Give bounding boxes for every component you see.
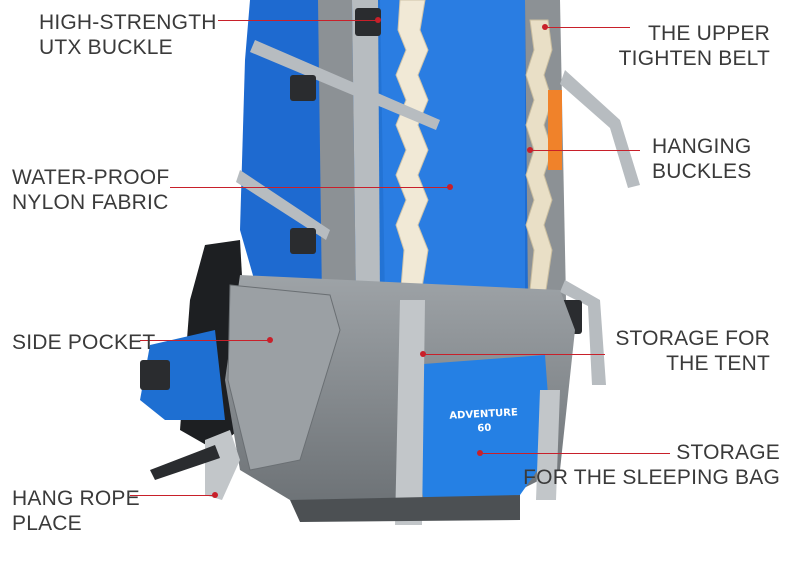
dot-tent <box>420 351 426 357</box>
callout-text: HANGING <box>652 135 752 158</box>
buckle-left-2 <box>290 228 316 254</box>
frame-left <box>318 0 356 300</box>
front-compartment <box>380 0 525 300</box>
callout-buckle: HIGH-STRENGTH UTX BUCKLE <box>39 10 217 60</box>
callout-text: TIGHTEN BELT <box>618 47 770 70</box>
callout-hanging: HANGING BUCKLES <box>652 134 751 184</box>
side-pocket <box>227 284 341 471</box>
callout-text: HANG ROPE <box>12 487 140 510</box>
callout-sleeping: STORAGE FOR THE SLEEPING BAG <box>523 440 780 490</box>
callout-rope: HANG ROPE PLACE <box>12 486 140 536</box>
callout-text: STORAGE FOR <box>615 327 770 350</box>
line-tent <box>425 354 605 355</box>
strap-right-lower <box>560 280 606 385</box>
strap-front-right <box>536 390 560 500</box>
product-logo: ADVENTURE 60 <box>439 406 528 439</box>
dot-side-pocket <box>267 337 273 343</box>
callout-side-pocket: SIDE POCKET <box>12 330 155 355</box>
dot-buckle <box>375 17 381 23</box>
callout-text: HIGH-STRENGTH <box>39 11 217 34</box>
rope-loop <box>205 430 240 500</box>
line-side-pocket <box>140 340 270 341</box>
strap-right-upper <box>560 70 640 188</box>
dot-rope <box>212 492 218 498</box>
orange-accent <box>548 90 562 170</box>
dot-upper-belt <box>542 24 548 30</box>
callout-text: UTX BUCKLE <box>39 36 173 59</box>
bottom-edge <box>290 495 520 522</box>
callout-text: THE TENT <box>666 352 770 375</box>
line-rope <box>130 495 215 496</box>
callout-text: BUCKLES <box>652 160 752 183</box>
callout-text: SIDE POCKET <box>12 331 156 354</box>
buckle-left-1 <box>290 75 316 101</box>
callout-text: PLACE <box>12 512 82 535</box>
line-upper-belt <box>545 27 630 28</box>
line-buckle <box>218 20 378 21</box>
hip-belt-left <box>140 330 225 420</box>
strap-front-center <box>395 300 425 525</box>
dot-sleeping <box>477 450 483 456</box>
line-hanging <box>530 150 640 151</box>
callout-fabric: WATER-PROOF NYLON FABRIC <box>12 165 169 215</box>
callout-upper-belt: THE UPPER TIGHTEN BELT <box>619 21 770 71</box>
callout-text: NYLON FABRIC <box>12 191 169 214</box>
strap-top-left <box>250 40 440 130</box>
callout-text: WATER-PROOF <box>12 166 170 189</box>
buckle-top <box>355 8 381 36</box>
sleeping-bag-compartment <box>410 355 552 505</box>
dot-fabric <box>447 184 453 190</box>
callout-tent: STORAGE FOR THE TENT <box>615 326 770 376</box>
strap-vertical-left <box>352 0 380 300</box>
buckle-hip <box>140 360 170 390</box>
line-sleeping <box>480 453 670 454</box>
dot-hanging <box>527 147 533 153</box>
callout-text: FOR THE SLEEPING BAG <box>523 466 780 489</box>
bottom-strap <box>150 445 220 480</box>
callout-text: THE UPPER <box>648 22 770 45</box>
callout-text: STORAGE <box>676 441 780 464</box>
line-fabric <box>170 187 450 188</box>
